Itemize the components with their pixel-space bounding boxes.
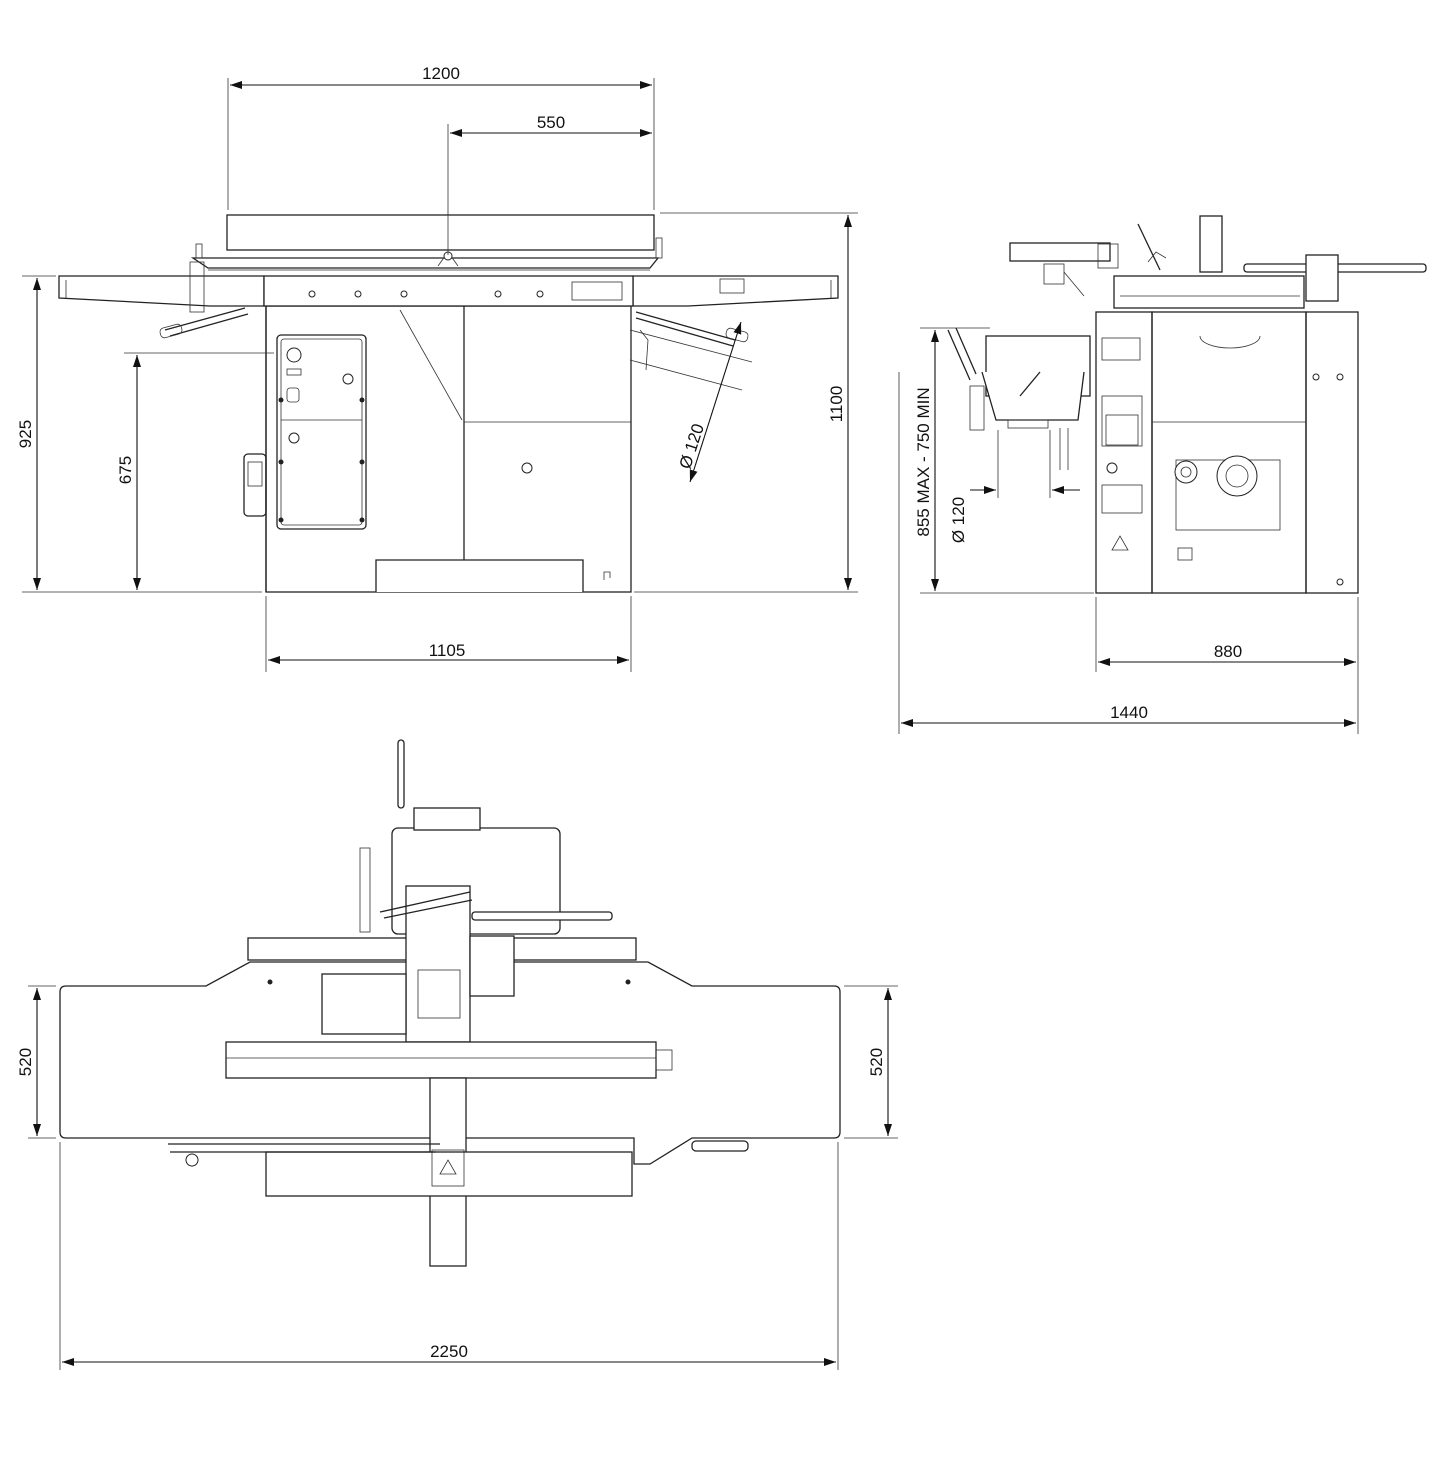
dim-diameter-120-front: Ø 120 (676, 421, 708, 471)
dim-length-2250: 2250 (430, 1342, 468, 1361)
dim-offset-550: 550 (537, 113, 565, 132)
dim-width-880: 880 (1214, 642, 1242, 661)
dim-depth-520-left: 520 (16, 1048, 35, 1076)
side-cabinet (1095, 311, 1359, 594)
side-planer-assembly (1009, 215, 1427, 309)
front-side-motor (243, 453, 267, 517)
dim-width-1440: 1440 (1110, 703, 1148, 722)
dim-height-675: 675 (116, 456, 135, 484)
top-dimensions: 520 520 2250 (16, 985, 898, 1370)
top-lower-carriage (168, 1077, 749, 1267)
top-upper-components (247, 739, 637, 1043)
dim-height-1100: 1100 (827, 386, 846, 423)
dim-diameter-120-side: Ø 120 (949, 497, 968, 543)
side-spindle-unit (947, 327, 1091, 470)
front-planer-table (159, 214, 749, 371)
front-base-cabinet (265, 305, 632, 593)
dim-width-1105: 1105 (429, 641, 466, 660)
front-table-extensions (58, 275, 839, 307)
side-dimensions: 855 MAX - 750 MIN Ø 120 880 1440 (898, 327, 1359, 734)
dim-depth-520-right: 520 (867, 1048, 886, 1076)
dim-height-925: 925 (16, 420, 35, 448)
dim-width-1200: 1200 (422, 64, 460, 83)
top-view: 520 520 2250 (16, 739, 898, 1370)
front-control-panel (276, 334, 367, 530)
top-fence (225, 1041, 673, 1079)
front-view: 1200 550 925 675 1100 Ø 120 1105 (16, 64, 858, 672)
side-view: 855 MAX - 750 MIN Ø 120 880 1440 (898, 215, 1427, 734)
dim-height-range: 855 MAX - 750 MIN (914, 387, 933, 536)
